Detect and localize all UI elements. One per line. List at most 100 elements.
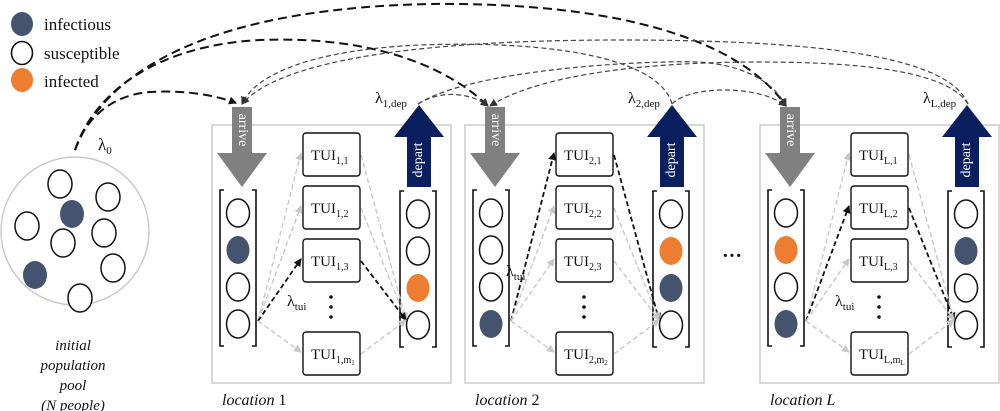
tui-box-border [850,238,909,283]
pool-caption-line: pool [59,378,87,394]
tui-entry-edge [805,258,850,322]
tui-box-border [555,331,614,376]
bracket-right [252,189,257,347]
infectious-person-icon [23,261,47,289]
depart-label: depart [411,142,426,177]
tui-box: TUI2,m2 [555,331,614,376]
infected-person-icon [774,236,798,264]
tui-label: TUIL,1 [859,148,898,167]
vertical-ellipsis-dot [877,315,881,319]
vertical-ellipsis-dot [582,305,586,309]
tui-box-border [850,132,909,177]
arrive-arrow-icon [470,107,520,187]
tui-box-border [555,238,614,283]
infected-person-icon [659,237,683,265]
bracket-right [432,190,437,348]
tui-box-border [555,132,614,177]
tui-entry-edge [257,152,304,322]
tui-label: TUI2,1 [564,148,602,167]
location-caption: location 1 [222,392,286,409]
dep-L-to-arrive-1-arc [241,39,969,105]
vertical-ellipsis-dot [329,305,333,309]
lambda-symbol: λ [98,135,107,154]
rate-subscript: 0 [106,145,112,157]
dep-1-to-arrive-L-arc [417,61,787,107]
legend-label: infectious [44,15,111,34]
susceptible-swatch-icon [10,40,34,66]
bracket-right [505,189,510,347]
pool-caption: initial population pool (N people) [39,338,105,411]
susceptible-person-icon [773,272,799,302]
bracket-right [800,189,805,347]
arrival-queue [472,189,510,347]
tui-exit-edge [613,319,660,355]
pool-to-location-1-arc [74,90,237,151]
tui-box-border [850,185,909,230]
location-1: location 1arrivedepartλ1,depTUI1,1TUI1,2… [211,90,452,409]
tui-box: TUIL,mL [850,331,909,376]
tui-entry-edge [257,205,303,322]
tui-label: TUI2,m2 [564,347,608,367]
susceptible-person-icon [225,272,251,302]
tui-box-border [302,185,361,230]
departure-queue [399,190,437,348]
tui-entry-edge [805,205,851,322]
depart-arrow-icon [394,105,444,187]
pool-caption-line: population [39,358,105,374]
location-L: location LarrivedepartλL,depTUIL,1TUIL,2… [759,90,1000,409]
tui-exit-edge [613,260,660,321]
susceptible-person-icon [773,198,799,228]
tui-box-border [302,132,361,177]
vertical-ellipsis-dot [329,315,333,319]
arrival-queue [219,189,257,347]
bracket-left [947,190,952,348]
vertical-ellipsis-dot [582,315,586,319]
susceptible-person-icon [953,273,979,303]
susceptible-person-icon [658,199,684,229]
tui-box: TUI2,2 [555,185,614,230]
infected-person-icon [406,274,430,302]
departure-rate-label: λ2,dep [628,90,660,110]
tui-entry-edge [510,320,555,353]
tui-box: TUI2,1 [555,132,614,177]
tui-rate-label: λtui [835,293,854,313]
locations: location 1arrivedepartλ1,depTUI1,1TUI1,2… [211,90,1000,409]
tui-entry-edge [510,258,555,322]
susceptible-person-icon [405,199,431,229]
infected-swatch-icon [11,68,33,92]
dep-L-to-arrive-2-arc [489,61,969,107]
tui-label: TUI1,3 [311,254,349,273]
location-caption: location 2 [475,392,539,409]
tui-label: TUI2,2 [564,201,602,220]
tui-entry-edge [257,258,302,322]
legend-label: infected [44,72,99,91]
departure-rate-label: λL,dep [923,90,957,110]
legend-label: susceptible [44,44,120,63]
tui-rate-label: λtui [506,263,525,283]
tui-entry-edge [805,320,850,353]
arrival-queue [767,189,805,347]
tui-box: TUI1,2 [302,185,361,230]
tui-box: TUI1,m1 [302,331,361,376]
vertical-ellipsis-dot [582,295,586,299]
susceptible-person-icon [478,198,504,228]
tui-box: TUIL,3 [850,238,909,283]
initial-population-pool: λ0 initial population pool (N people) [0,135,150,411]
legend-item-infected: infected [11,68,99,92]
departure-queue [652,190,690,348]
tui-exit-edge [908,154,957,321]
tui-exit-edge [908,260,955,321]
vertical-ellipsis-dot [329,295,333,299]
tui-label: TUI1,1 [311,148,349,167]
tui-box-border [302,238,361,283]
vertical-ellipsis-dot [877,295,881,299]
susceptible-person-icon [953,310,979,340]
departure-queue [947,190,985,348]
tui-label: TUIL,2 [859,201,898,220]
susceptible-person-icon [225,309,251,339]
depart-label: depart [664,142,679,177]
susceptible-person-icon [405,236,431,266]
susceptible-person-icon [14,211,40,241]
tui-label: TUIL,3 [859,254,898,273]
infectious-swatch-icon [11,12,33,36]
